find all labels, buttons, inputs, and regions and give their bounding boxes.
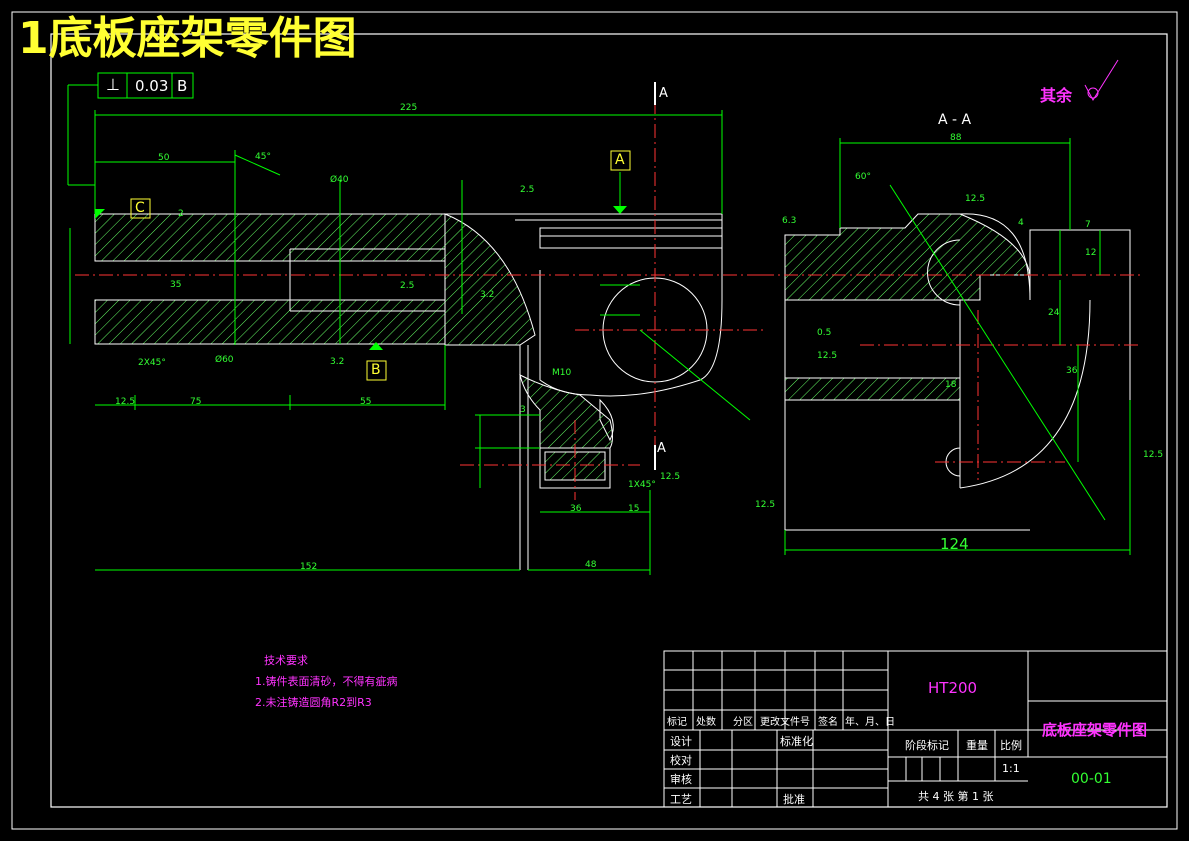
tolerance-datum: B (177, 77, 188, 95)
row-header-mark: 标记 (667, 717, 687, 728)
datum-box-c (130, 198, 151, 219)
main-dimensions (67, 84, 751, 575)
tech-note-2: 2.未注铸造圆角R2到R3 (255, 696, 372, 709)
dim-seg-15: 15 (628, 504, 640, 514)
dia-40: Ø40 (330, 175, 349, 185)
rough-3-2-a: 3.2 (480, 290, 495, 300)
dim-60-deg: 60° (855, 172, 871, 182)
row-check: 校对 (670, 754, 692, 767)
dim-total-length: 225 (400, 103, 418, 113)
dia-60: Ø60 (215, 355, 234, 365)
main-view (75, 82, 770, 570)
section-lower-hatch (784, 377, 961, 401)
material: HT200 (928, 679, 978, 697)
rough-12-5-a: 12.5 (660, 472, 681, 482)
dim-7: 7 (1085, 220, 1091, 230)
dim-36: 36 (1066, 366, 1078, 376)
dim-18: 18 (945, 380, 957, 390)
shank-lower-hatch (94, 299, 446, 345)
row-header-signature: 签名 (818, 717, 838, 728)
datum-label-a: A (615, 152, 625, 168)
row-process: 工艺 (670, 793, 692, 806)
datum-box-b (366, 360, 387, 381)
approval-label: 批准 (783, 793, 805, 806)
datum-triangle-b (369, 342, 383, 350)
rough-6-3: 6.3 (782, 216, 797, 226)
surface-note-label: 其余 (1040, 86, 1073, 105)
row-header-count: 处数 (696, 717, 716, 728)
chamfer-2x45: 2X45° (138, 358, 166, 368)
rough-12-5-b: 12.5 (965, 194, 986, 204)
dim-seg-36: 36 (570, 504, 582, 514)
datum-triangle-a (613, 206, 627, 214)
row-review: 审核 (670, 773, 692, 786)
rough-0-5: 0.5 (817, 328, 832, 338)
section-dimensions (784, 138, 1131, 555)
dim-seg-75: 75 (190, 397, 202, 407)
scale-value: 1:1 (1002, 762, 1020, 775)
bend-hatch (444, 213, 536, 346)
datum-box-a (610, 150, 631, 171)
dim-shank-length: 152 (300, 562, 318, 572)
sheet-count: 共 4 张 第 1 张 (918, 790, 994, 803)
scale-label: 比例 (1000, 739, 1022, 752)
foot-hatch (519, 374, 613, 449)
dim-45-deg: 45° (255, 152, 271, 162)
dim-left-step: 50 (158, 153, 170, 163)
datum-label-c: C (135, 200, 145, 216)
dim-2: 2 (178, 209, 184, 219)
section-view (760, 213, 1140, 531)
sheet-title: 1底板座架零件图 (18, 13, 357, 64)
dim-35: 35 (170, 280, 182, 290)
rough-3-2-b: 3.2 (330, 357, 345, 367)
row-design: 设计 (670, 735, 692, 748)
datum-triangle-c (95, 209, 105, 219)
rough-2-5-b: 2.5 (400, 281, 415, 291)
dim-lower-length: 48 (585, 560, 597, 570)
dim-24: 24 (1048, 308, 1060, 318)
dim-view-top: 88 (950, 133, 962, 143)
section-mark-top: A (659, 86, 668, 101)
roughness-symbol (1084, 59, 1119, 101)
tech-notes-heading: 技术要求 (264, 654, 308, 667)
dim-4: 4 (1018, 218, 1024, 228)
rough-12-5-d: 12.5 (755, 500, 776, 510)
inner-border (50, 33, 1168, 808)
stage-mark-label: 阶段标记 (905, 739, 949, 752)
perpendicularity-symbol: ⊥ (106, 75, 120, 94)
section-body-hatch (784, 213, 1031, 301)
thread-m10: M10 (552, 368, 572, 378)
section-mark-bottom: A (657, 441, 666, 456)
rough-12-5-c: 12.5 (817, 351, 838, 361)
rough-2-5-a: 2.5 (520, 185, 535, 195)
title-block-grid (663, 650, 1168, 808)
datum-label-b: B (371, 362, 381, 378)
tolerance-frame (97, 72, 194, 99)
tech-note-1: 1.铸件表面清砂，不得有疵病 (255, 675, 398, 688)
row-header-date: 年、月、日 (845, 717, 895, 728)
dim-seg-12-5: 12.5 (115, 397, 136, 407)
row-header-change: 更改文件号 (760, 717, 810, 728)
row-header-zone: 分区 (733, 717, 753, 728)
part-name: 底板座架零件图 (1042, 721, 1148, 739)
shank-upper-hatch (94, 213, 446, 262)
section-view-title: A - A (938, 112, 972, 128)
tolerance-value: 0.03 (135, 77, 169, 95)
outer-border (11, 11, 1178, 830)
weight-label: 重量 (966, 739, 988, 752)
dim-12: 12 (1085, 248, 1097, 258)
dim-view-width: 124 (940, 535, 969, 553)
dim-seg-55: 55 (360, 397, 372, 407)
rough-12-5-e: 12.5 (1143, 450, 1164, 460)
chamfer-1x45: 1X45° (628, 480, 656, 490)
dim-3: 3 (520, 405, 526, 415)
standardization-label: 标准化 (780, 735, 813, 748)
drawing-number: 00-01 (1071, 771, 1112, 787)
